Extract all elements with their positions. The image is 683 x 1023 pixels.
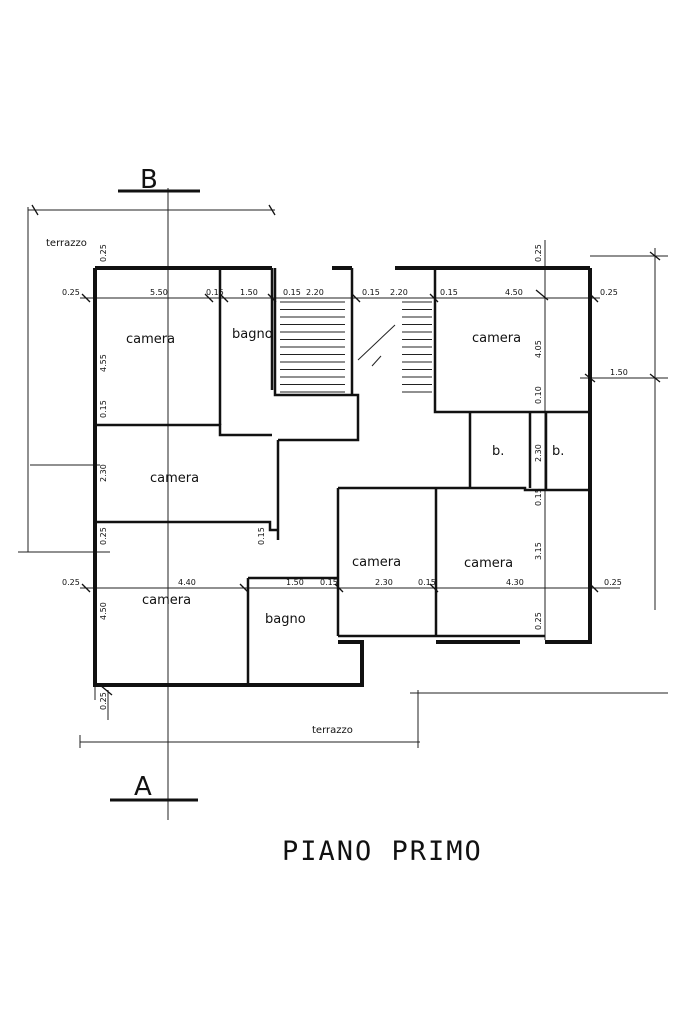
section-line-a: A xyxy=(110,772,198,802)
room-label-camera-nw: camera xyxy=(126,332,175,347)
section-line-b: B xyxy=(118,165,200,820)
room-label-camera-ne: camera xyxy=(472,331,521,346)
dim-value: 0.15 xyxy=(206,288,224,297)
room-label-camera-c: camera xyxy=(352,555,401,570)
dim-value: 0.15 xyxy=(534,488,543,506)
dim-value: 4.50 xyxy=(505,288,523,297)
room-label-bagno-n: bagno xyxy=(232,327,273,342)
dim-value: 4.05 xyxy=(534,340,543,358)
dim-value: 2.20 xyxy=(306,288,324,297)
room-label-camera-sw: camera xyxy=(142,593,191,608)
staircase xyxy=(280,301,432,393)
dim-value: 0.15 xyxy=(440,288,458,297)
dim-value: 4.30 xyxy=(506,578,524,587)
dim-value: 2.30 xyxy=(375,578,393,587)
dim-value: 0.15 xyxy=(320,578,338,587)
dim-value: 0.25 xyxy=(99,692,108,710)
dim-value: 0.25 xyxy=(62,288,80,297)
dim-value: 0.25 xyxy=(604,578,622,587)
dim-value: 0.15 xyxy=(362,288,380,297)
dim-value: 1.50 xyxy=(240,288,258,297)
dim-value: 1.50 xyxy=(286,578,304,587)
dim-value: 2.30 xyxy=(99,464,108,482)
dim-value: 5.50 xyxy=(150,288,168,297)
dim-value: 2.30 xyxy=(534,444,543,462)
dim-value: 4.40 xyxy=(178,578,196,587)
dim-value: 0.25 xyxy=(534,244,543,262)
room-label-bagno-s: bagno xyxy=(265,612,306,627)
dimension-lines xyxy=(18,204,668,748)
dim-value: 0.25 xyxy=(534,612,543,630)
section-label-b: B xyxy=(140,165,158,195)
terrace-label-bottom: terrazzo xyxy=(312,725,353,736)
dimension-values: 0.25 0.25 0.25 5.50 0.15 1.50 0.15 2.20 … xyxy=(62,244,628,710)
room-label-b-2: b. xyxy=(552,444,564,459)
section-label-a: A xyxy=(134,772,152,802)
terrace-label-top: terrazzo xyxy=(46,238,87,249)
dim-value: 1.50 xyxy=(610,368,628,377)
dim-value: 0.25 xyxy=(600,288,618,297)
dim-value: 0.25 xyxy=(99,244,108,262)
dim-value: 4.55 xyxy=(99,354,108,372)
dim-value: 0.15 xyxy=(418,578,436,587)
dim-value: 3.15 xyxy=(534,542,543,560)
room-label-b-1: b. xyxy=(492,444,504,459)
dim-value: 0.25 xyxy=(99,527,108,545)
walls xyxy=(93,266,592,687)
dim-value: 0.15 xyxy=(283,288,301,297)
dim-value: 0.25 xyxy=(62,578,80,587)
room-label-camera-w: camera xyxy=(150,471,199,486)
dim-value: 2.20 xyxy=(390,288,408,297)
plan-title: PIANO PRIMO xyxy=(282,836,483,867)
dim-value: 0.10 xyxy=(534,386,543,404)
room-label-camera-ec: camera xyxy=(464,556,513,571)
dim-value: 0.15 xyxy=(257,527,266,545)
dim-value: 4.50 xyxy=(99,602,108,620)
dim-value: 0.15 xyxy=(99,400,108,418)
